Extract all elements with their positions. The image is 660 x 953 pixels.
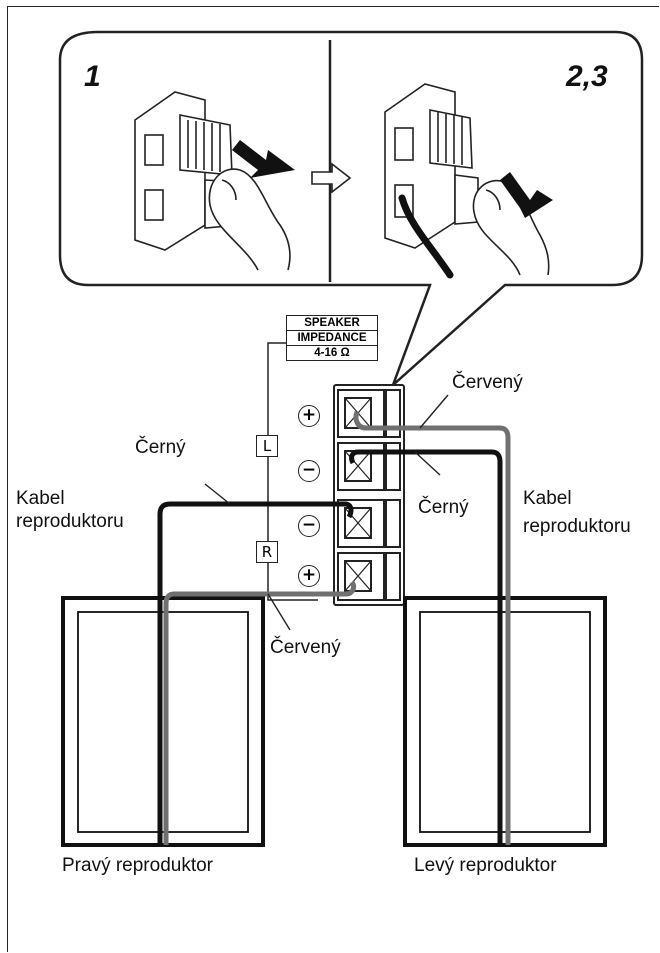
left-red-wire (353, 411, 511, 845)
label-black-mid: Černý (418, 497, 469, 518)
step23-finger (472, 179, 550, 276)
caption-right-speaker: Pravý reproduktor (62, 855, 214, 876)
right-red-wire (163, 580, 357, 845)
step23-release-arrow (500, 172, 553, 218)
impedance-line-1: SPEAKER (287, 316, 377, 331)
minus-sign-r: − (298, 515, 320, 537)
channel-l-marker: L (256, 435, 278, 457)
leader-red-top (419, 394, 449, 429)
leader-black-top (204, 483, 231, 505)
channel-r-marker: R (256, 541, 278, 563)
leader-red-bottom (267, 593, 291, 631)
leader-black-mid (414, 451, 441, 476)
label-cable-right-2: reproduktoru (523, 516, 631, 537)
impedance-label: SPEAKER IMPEDANCE 4-16 Ω (286, 315, 378, 361)
impedance-line-2: IMPEDANCE (287, 331, 377, 346)
label-red-bottom: Červený (270, 637, 341, 658)
left-speaker-box (403, 596, 607, 847)
transition-arrow (311, 162, 352, 194)
step-1-number: 1 (84, 60, 101, 93)
step23-wire (398, 194, 454, 279)
channel-bracket (267, 342, 318, 601)
impedance-line-3: 4-16 Ω (314, 347, 350, 359)
step1-press-arrow (232, 140, 295, 178)
caption-left-speaker: Levý reproduktor (414, 855, 557, 876)
right-speaker-box (61, 596, 265, 847)
label-cable-left-2: reproduktoru (16, 511, 124, 532)
label-red-top: Červený (452, 372, 523, 393)
label-cable-left-1: Kabel (16, 488, 65, 509)
step-23-number: 2,3 (566, 60, 608, 93)
label-black-top: Černý (135, 437, 186, 458)
plus-sign-r: + (298, 565, 320, 587)
terminal-block (333, 384, 405, 606)
plus-sign-l: + (298, 405, 320, 427)
minus-sign-l: − (298, 460, 320, 482)
label-cable-right-1: Kabel (523, 488, 572, 509)
step1-finger (208, 168, 291, 271)
left-black-wire (349, 449, 503, 845)
right-black-wire (157, 501, 354, 845)
page-frame (7, 6, 659, 952)
